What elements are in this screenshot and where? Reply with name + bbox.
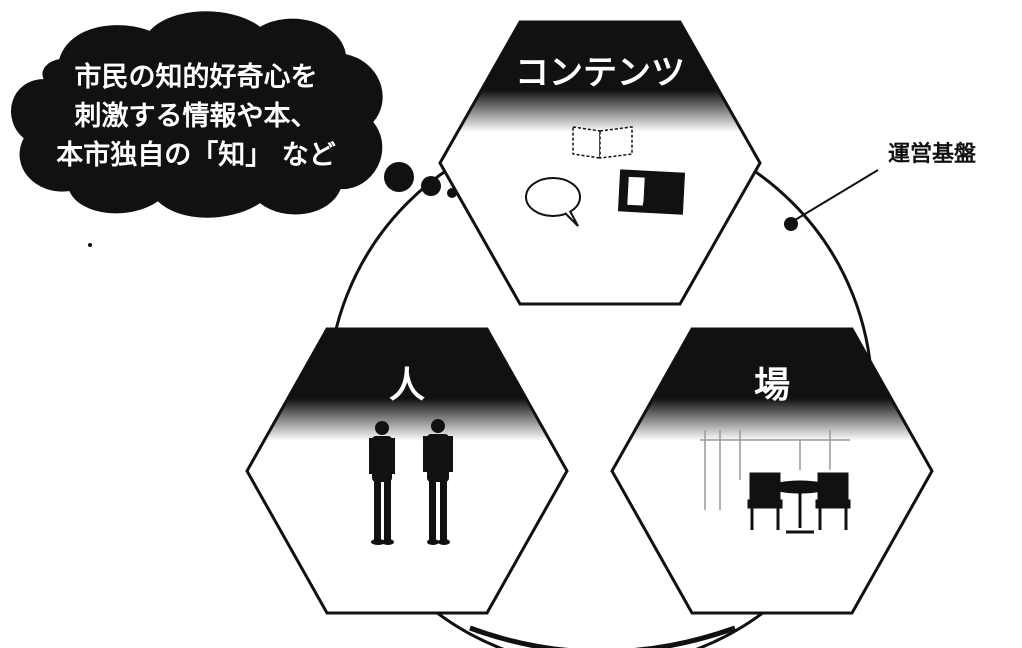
callout-dot	[784, 217, 798, 231]
person-figure-icon	[423, 419, 453, 545]
thought-dot-large	[384, 162, 414, 192]
hexagon-place: 場	[610, 327, 934, 615]
foundation-callout: 運営基盤	[784, 141, 977, 231]
table-chairs-icon	[747, 472, 851, 534]
hexagon-place-label: 場	[754, 365, 790, 406]
person-figure-icon	[369, 421, 395, 545]
tablet-icon	[617, 169, 686, 215]
cloud-shape	[11, 11, 383, 218]
hexagon-contents: コンテンツ	[438, 20, 762, 306]
foundation-circle-bottom-arc	[469, 625, 736, 648]
thought-cloud: 市民の知的好奇心を 刺激する情報や本、 本市独自の「知」 など	[11, 11, 383, 218]
foundation-label: 運営基盤	[888, 141, 977, 167]
hexagon-people-label: 人	[389, 365, 425, 406]
thought-dot-medium	[421, 176, 441, 196]
hexagon-contents-label: コンテンツ	[515, 53, 685, 93]
hexagon-people: 人	[245, 327, 569, 615]
callout-line	[794, 169, 879, 221]
hexagon-contents-outline	[438, 20, 762, 306]
window-background	[700, 430, 850, 510]
open-book-icon	[572, 126, 633, 159]
cloud-text-line-2: 刺激する情報や本、	[75, 100, 318, 132]
cloud-text-line-1: 市民の知的好奇心を	[75, 61, 318, 93]
stray-dot	[88, 243, 92, 247]
cloud-text-line-3: 本市独自の「知」 など	[56, 139, 335, 171]
speech-bubble-icon	[525, 177, 581, 227]
hexagon-people-outline	[245, 327, 569, 615]
hexagon-place-outline	[610, 327, 934, 615]
